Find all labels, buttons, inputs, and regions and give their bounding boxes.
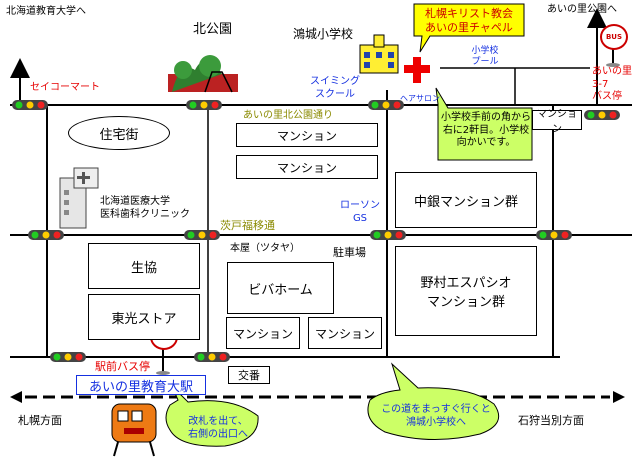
exit-note-bubble [165, 385, 259, 447]
lawson-line2: GS [352, 212, 368, 224]
church-line2: あいの里チャペル [425, 20, 513, 34]
church-note-bubble [413, 3, 525, 53]
mansion-4-label: マンション [314, 326, 375, 341]
traffic-light-icon [536, 230, 572, 240]
mansion-2-label: マンション [276, 160, 337, 175]
building-mansion-2: マンション [236, 155, 378, 179]
label-ishikari-direction: 石狩当別方面 [518, 414, 584, 427]
traffic-light-icon [50, 352, 86, 362]
label-ibaraido-street: 茨戸福移通 [220, 219, 275, 232]
swimming-school: スイミング スクール [300, 76, 370, 101]
school-pool-line1: 小学校 [471, 46, 499, 56]
direction-line1: 小学校手前の角から [441, 112, 531, 123]
church-note: 札幌キリスト教会 あいの里チャペル [416, 7, 522, 35]
label-ainosato-park-bound: あいの里公園へ [547, 4, 617, 15]
traffic-light-icon [12, 100, 48, 110]
building-chugin-mansions: 中銀マンション群 [395, 172, 537, 228]
clinic-line1: 北海道医療大学 [100, 196, 170, 207]
train-icon [111, 403, 157, 457]
lawson-gs: ローソン GS [336, 200, 384, 225]
traffic-light-icon [28, 230, 64, 240]
viva-home-label: ビバホーム [248, 282, 313, 298]
lawson-line1: ローソン [340, 200, 380, 211]
toko-store-label: 東光ストア [111, 311, 177, 327]
railway-arrow-right [613, 391, 625, 403]
koban-label: 交番 [238, 369, 260, 382]
residential-label: 住宅街 [99, 127, 139, 143]
exit-note-line2: 右側の出口へ [188, 428, 248, 440]
building-mansion-1: マンション [236, 123, 378, 147]
road-note-line1: この道をまっすぐ行くと [381, 404, 491, 415]
building-koban: 交番 [228, 366, 270, 384]
road-note-line2: 鴻城小学校へ [406, 416, 466, 428]
swimming-line2: スクール [315, 88, 355, 100]
direction-line2: 右に2軒目。小学校 [442, 124, 530, 136]
mansion-1-label: マンション [276, 128, 337, 143]
label-station-bus-stop: 駅前バス停 [95, 360, 150, 373]
building-mansion-4: マンション [308, 317, 382, 349]
bus-stop-icon: BUS [600, 24, 628, 50]
railway-arrow-left [10, 391, 22, 403]
mansion-east-label: マンション [537, 109, 577, 135]
traffic-light-icon [368, 100, 404, 110]
exit-note: 改札を出て、 右側の出口へ [180, 416, 256, 441]
church-cross-icon [404, 57, 430, 83]
building-nomura-espacio: 野村エスパシオ マンション群 [395, 246, 537, 336]
clinic-line2: 医科歯科クリニック [100, 208, 190, 220]
residential-area: 住宅街 [68, 116, 170, 150]
station-name-label: あいの里教育大駅 [88, 379, 193, 395]
traffic-light-icon [370, 230, 406, 240]
nomura-line1: 野村エスパシオ [420, 276, 512, 291]
label-seicomart: セイコーマート [30, 82, 100, 93]
road-note-bubble [367, 362, 500, 440]
building-mansion-east: マンション [532, 109, 582, 135]
bus-stop-37-line1: あいの里 [592, 66, 632, 77]
traffic-light-icon [194, 352, 230, 362]
traffic-light-icon [184, 230, 220, 240]
building-toko-store: 東光ストア [88, 294, 200, 340]
bus-stop-37: あいの里 3-7 バス停 [592, 66, 634, 104]
building-coop: 生協 [88, 243, 200, 289]
station-name: あいの里教育大駅 [76, 375, 206, 395]
bus-badge-text: BUS [605, 33, 623, 41]
school-pool: 小学校 プール [462, 46, 508, 69]
exit-note-line1: 改札を出て、 [188, 416, 248, 427]
road-note: この道をまっすぐ行くと 鴻城小学校へ [378, 404, 494, 429]
swimming-line1: スイミング [310, 76, 360, 87]
north-park-icon [168, 55, 238, 93]
nomura-line2: マンション群 [426, 295, 505, 310]
clinic: 北海道医療大学 医科歯科クリニック [100, 196, 204, 221]
mansion-3-label: マンション [232, 326, 293, 341]
label-konjo-school: 鴻城小学校 [293, 27, 354, 41]
direction-note: 小学校手前の角から 右に2軒目。小学校 向かいです。 [440, 112, 532, 150]
clinic-icon [59, 167, 99, 229]
label-park-street: あいの里北公園通り [243, 110, 333, 121]
building-viva-home: ビバホーム [227, 262, 334, 314]
bus-stop-37-line3: バス停 [592, 91, 622, 102]
label-sapporo-direction: 札幌方面 [18, 414, 62, 427]
label-honya: 本屋（ツタヤ） [230, 243, 300, 254]
school-icon [359, 34, 399, 74]
label-hokkaido-univ-edu: 北海道教育大学へ [6, 6, 86, 17]
school-pool-line2: プール [471, 57, 499, 68]
bus-stop-37-line2: 3-7 [592, 78, 609, 90]
building-mansion-3: マンション [226, 317, 300, 349]
label-parking: 駐車場 [333, 246, 366, 259]
direction-note-bubble [435, 87, 533, 161]
traffic-light-icon [186, 100, 222, 110]
coop-label: 生協 [130, 260, 157, 276]
chugin-label: 中銀マンション群 [413, 194, 518, 210]
label-north-park: 北公園 [193, 22, 233, 37]
direction-line3: 向かいです。 [456, 137, 516, 148]
traffic-light-icon [584, 110, 620, 120]
church-line1: 札幌キリスト教会 [425, 7, 513, 20]
label-hair-salon: ヘアサロン [400, 94, 440, 103]
